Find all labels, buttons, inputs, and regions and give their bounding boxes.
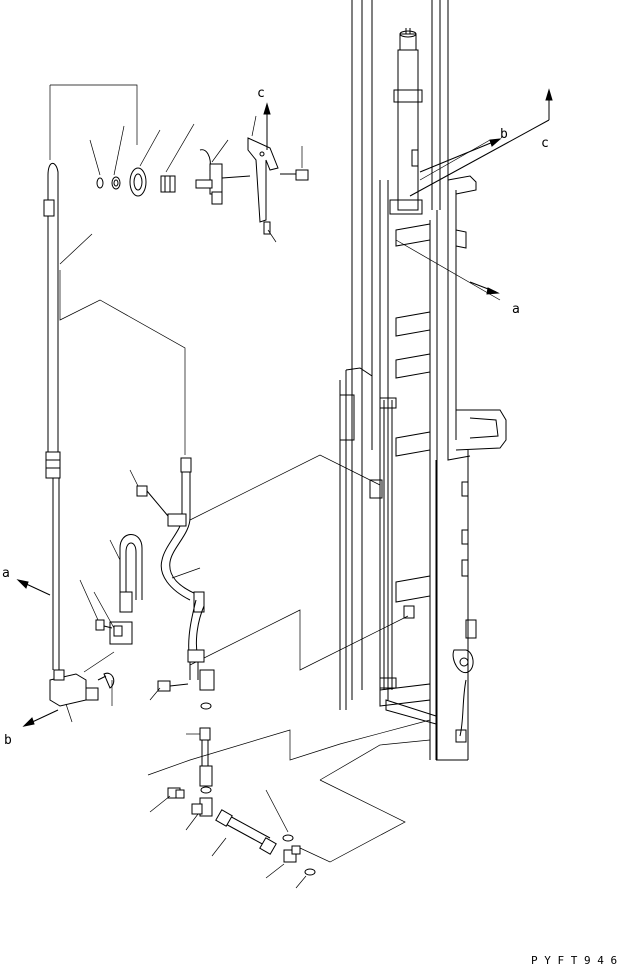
middle-hose-assembly bbox=[136, 457, 215, 692]
label-a-left: a bbox=[2, 566, 10, 581]
label-c-top-right: c bbox=[541, 136, 549, 151]
top-fittings bbox=[96, 137, 309, 235]
mast-assembly bbox=[339, 0, 507, 761]
leader-lines-mid bbox=[129, 469, 201, 701]
reference-lines bbox=[49, 84, 501, 863]
leader-lines-bottom bbox=[149, 733, 307, 889]
leader-lines-top bbox=[59, 115, 303, 265]
bottom-fittings bbox=[167, 702, 316, 876]
label-b-top: b bbox=[500, 127, 508, 142]
label-c-top-left: c bbox=[257, 86, 265, 101]
reference-labels: c c b a a b bbox=[2, 86, 549, 748]
upper-hose-assembly bbox=[43, 162, 61, 670]
direction-arrows bbox=[16, 88, 553, 727]
drawing-code: P Y F T 9 4 6 bbox=[531, 954, 617, 967]
label-a-top: a bbox=[512, 302, 520, 317]
label-b-left: b bbox=[4, 733, 12, 748]
lower-left-hose bbox=[49, 534, 143, 707]
leader-lines-low bbox=[65, 539, 121, 723]
